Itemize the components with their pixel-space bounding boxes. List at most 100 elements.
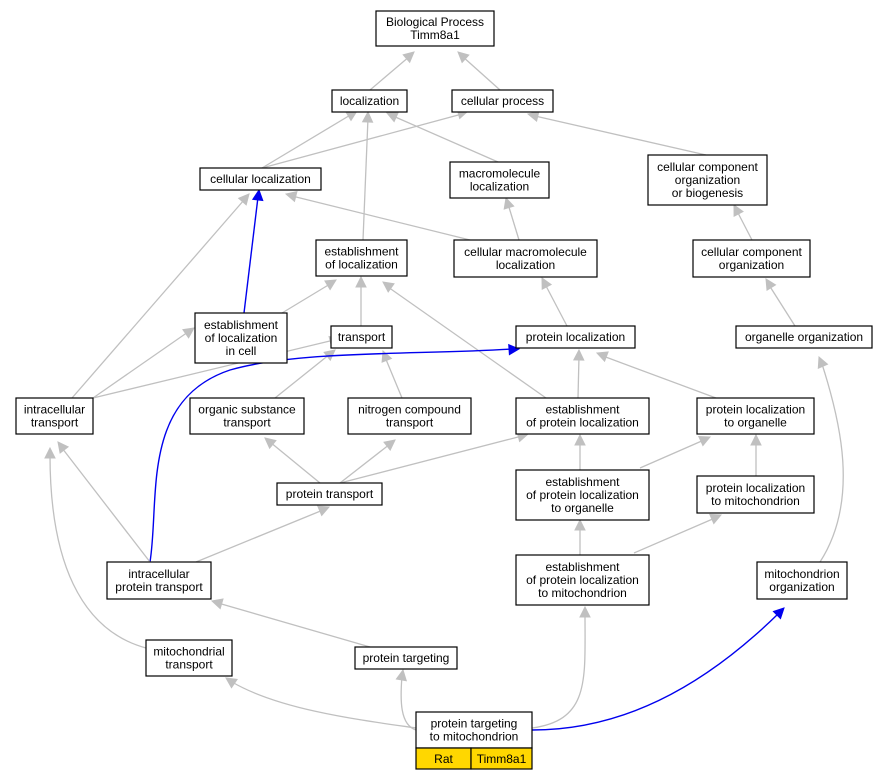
species-label: Rat [434,752,453,766]
node-organelle-organization[interactable]: organelle organization [735,325,873,349]
node-box [515,397,650,435]
edge-cml-macromolecule-localization-arrowhead [503,196,515,210]
edge-elc-establishment-localization [281,283,331,314]
node-label-line: protein localization [706,481,805,495]
gene-label: Timm8a1 [477,752,527,766]
edge-protein-transport-organic-arrowhead [264,437,277,450]
gene-badge-cell [470,747,533,770]
node-label-line: establishment [204,318,279,332]
node-label-line: or biogenesis [672,186,743,200]
edge-protein-localization-cml-arrowhead [541,277,553,291]
node-box [515,325,636,349]
edge-ptm-protein-targeting [400,675,417,731]
node-label-line: transport [386,416,434,430]
edge-localization-root-arrowhead [402,51,415,64]
node-label-line: organization [675,173,740,187]
node-label-line: of localization [205,331,278,345]
edge-elc-cellular-localization-arrowhead [251,188,264,202]
edge-pltm-plto-arrowhead [750,433,762,446]
edge-macromolecule-localization-localization-arrowhead [385,111,399,123]
edge-eplm-pltm [633,517,716,554]
node-label-line: protein targeting [363,651,450,665]
node-protein-targeting[interactable]: protein targeting [354,646,458,670]
edge-protein-transport-nitrogen-arrowhead [383,439,396,452]
node-transport[interactable]: transport [330,325,393,349]
edge-establishment-localization-localization-arrowhead [361,110,374,123]
node-label-line: to mitochondrion [430,730,519,744]
edge-intracellular-transport-transport [92,339,335,399]
node-box [189,397,305,435]
node-label-line: to organelle [551,501,614,515]
edge-protein-targeting-ipt-arrowhead [210,598,224,610]
edge-intracellular-transport-elc [92,331,189,399]
edge-cco-ccob [736,210,753,241]
edge-cml-macromolecule-localization [507,203,520,241]
node-label-line: cellular process [461,94,544,108]
node-box [756,561,848,600]
edge-ipt-protein-transport-arrowhead [317,505,331,517]
node-box [199,167,322,191]
edge-organelle-organization-cco-arrowhead [765,278,777,291]
edge-organic-substance-transport [274,353,331,399]
node-label-line: establishment [324,245,399,259]
edge-ipt-intracellular-transport-arrowhead [57,441,70,454]
node-label-line: cellular component [701,245,802,259]
edge-ptm-protein-targeting-arrowhead [395,668,408,682]
node-label-line: protein localization [706,403,805,417]
edge-elc-cellular-localization [243,196,259,314]
edge-macromolecule-localization-localization [392,115,499,163]
node-box [354,646,458,670]
edge-eplo-plto [639,439,705,469]
node-label-line: of localization [325,258,398,272]
node-label-line: organelle organization [745,330,863,344]
node-box [276,482,383,506]
node-label-line: protein localization [526,330,625,344]
node-protein-transport[interactable]: protein transport [276,482,383,506]
node-protein-localization[interactable]: protein localization [515,325,636,349]
node-label-line: protein transport [115,580,203,594]
edge-mitochondrial-transport-intracellular-arrowhead [44,446,56,459]
node-cellular-localization[interactable]: cellular localization [199,167,322,191]
edge-ipt-protein-localization-arrowhead [508,343,521,356]
edge-transport-establishment-localization-arrowhead [355,275,367,288]
node-box [453,239,598,278]
node-label-line: establishment [545,475,620,489]
edge-protein-transport-nitrogen [339,443,391,484]
node-cellular-process[interactable]: cellular process [451,89,554,113]
node-box [415,711,533,749]
node-label-line: localization [470,180,529,194]
node-localization[interactable]: localization [331,89,408,113]
gene-annotation-badge: Rat Timm8a1 [415,747,533,770]
node-label-line: establishment [545,560,620,574]
edge-cco-ccob-arrowhead [733,204,744,218]
edge-ccob-cellular-process [534,115,707,156]
edge-plto-protein-localization-arrowhead [595,351,609,363]
node-box [194,312,288,364]
edge-ccob-cellular-process-arrowhead [526,110,540,122]
node-box [696,475,815,514]
edge-mitochondrial-transport-intracellular [49,454,147,649]
edge-mitochondrion-organization-organelle [819,363,844,563]
edge-ipt-protein-localization [149,348,513,563]
node-box [696,397,815,435]
